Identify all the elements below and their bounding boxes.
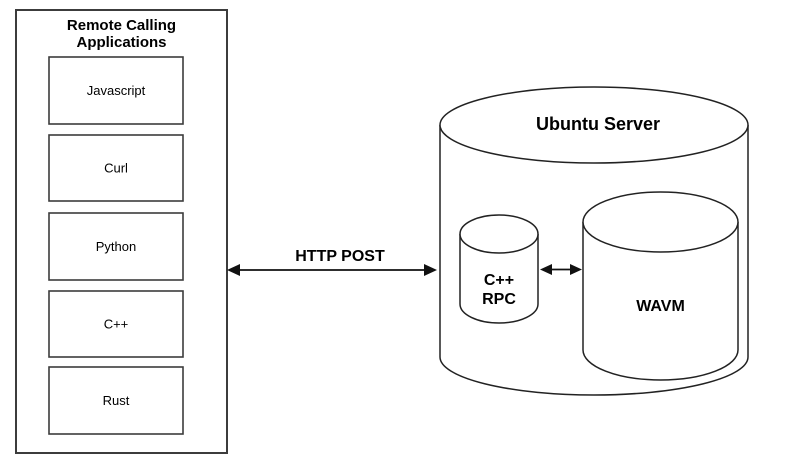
cpp-rpc-label-line1: C++ xyxy=(484,272,514,289)
app-box-cpp-border xyxy=(48,290,184,358)
ubuntu-server-cylinder-top xyxy=(439,86,749,164)
cpp-rpc-label-line2: RPC xyxy=(482,291,516,308)
remote-apps-panel: Remote Calling Applications Javascript C… xyxy=(15,9,228,454)
cpp-rpc-cylinder-body xyxy=(459,234,539,324)
http-post-label: HTTP POST xyxy=(295,248,385,265)
app-box-javascript-label: Javascript xyxy=(87,83,146,98)
app-box-curl-border xyxy=(48,134,184,202)
rpc-wavm-arrowhead-left-icon xyxy=(540,264,552,275)
app-box-javascript-border xyxy=(48,56,184,125)
arrowhead-left-icon xyxy=(227,264,240,276)
app-box-rust-label: Rust xyxy=(103,393,130,408)
app-box-cpp-label: C++ xyxy=(104,317,129,332)
app-box-python-border xyxy=(48,212,184,281)
http-post-connection: HTTP POST xyxy=(227,248,437,276)
app-box-cpp: C++ xyxy=(48,290,184,358)
ubuntu-server-title: Ubuntu Server xyxy=(536,114,660,134)
remote-apps-panel-title-line1: Remote Calling xyxy=(67,17,176,34)
wavm-cylinder: WAVM xyxy=(582,191,739,381)
app-box-rust-border xyxy=(48,366,184,435)
cpp-rpc-cylinder: C++ RPC xyxy=(459,214,539,324)
rpc-wavm-connection xyxy=(540,264,582,275)
app-box-curl: Curl xyxy=(48,134,184,202)
wavm-cylinder-body xyxy=(582,222,739,381)
cpp-rpc-cylinder-top xyxy=(459,214,539,254)
app-box-python: Python xyxy=(48,212,184,281)
wavm-label: WAVM xyxy=(636,298,685,315)
remote-apps-panel-title-line2: Applications xyxy=(76,34,166,51)
app-box-python-label: Python xyxy=(96,239,136,254)
wavm-cylinder-top xyxy=(582,191,739,253)
app-box-javascript: Javascript xyxy=(48,56,184,125)
app-box-curl-label: Curl xyxy=(104,161,128,176)
app-box-rust: Rust xyxy=(48,366,184,435)
arrowhead-right-icon xyxy=(424,264,437,276)
rpc-wavm-arrowhead-right-icon xyxy=(570,264,582,275)
